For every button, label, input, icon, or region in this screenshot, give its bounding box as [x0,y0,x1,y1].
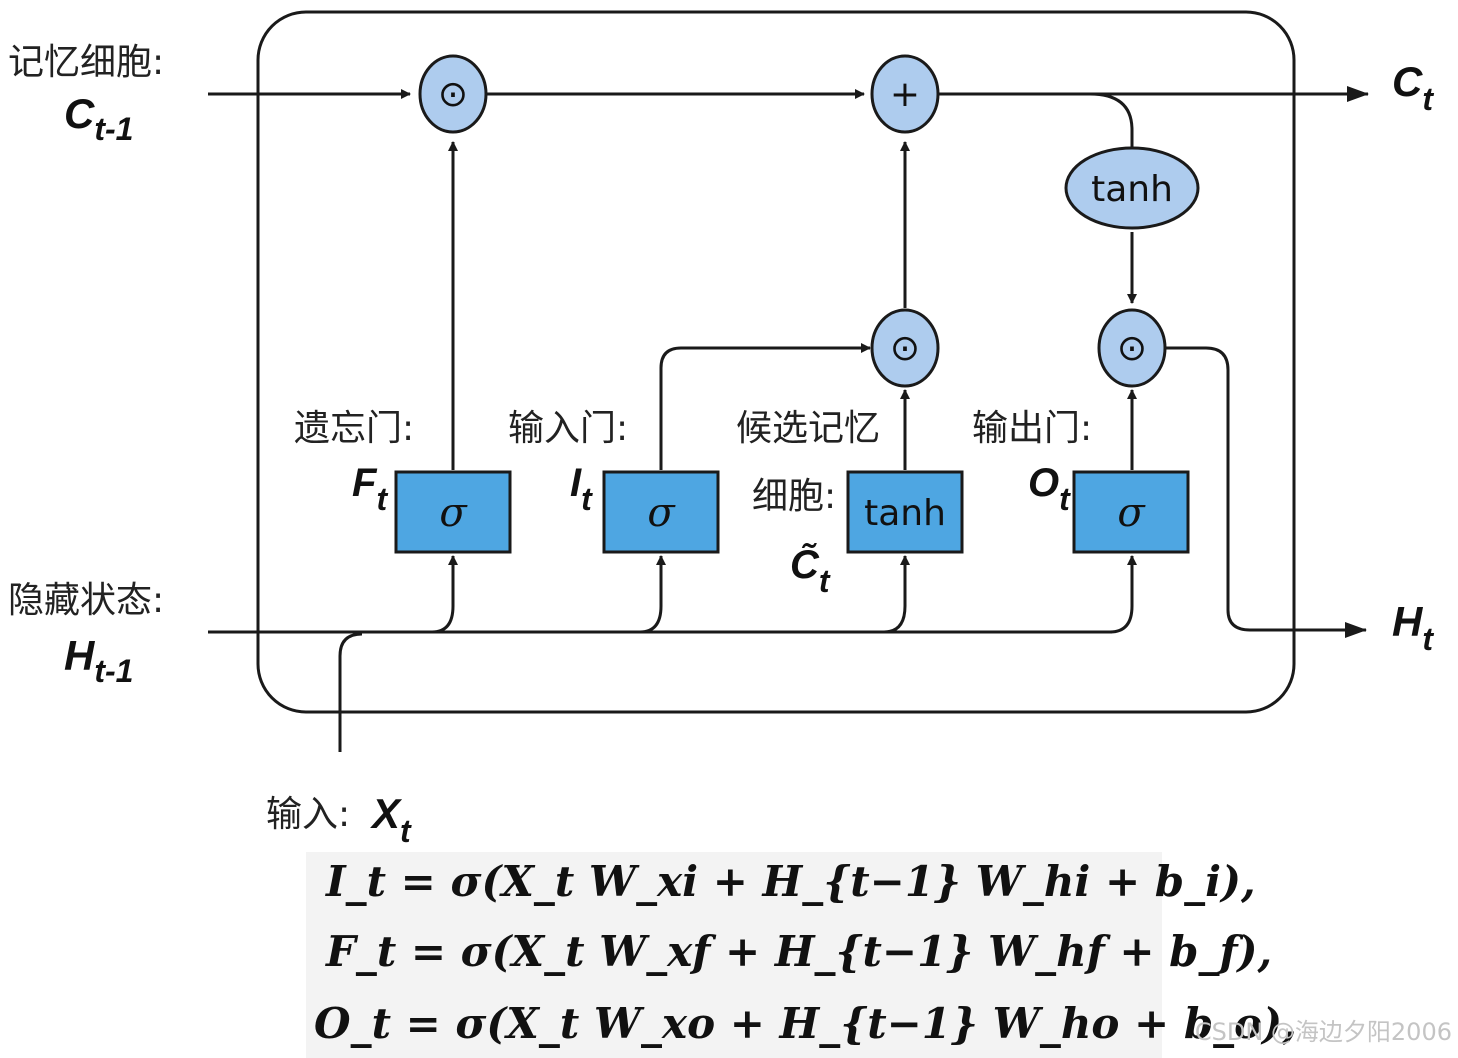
input-label: 输入: [266,794,350,835]
candidate-gate-box: tanh [846,470,964,554]
c-prev-symbol: Ct-1 [64,90,133,147]
tanh-label: tanh [864,493,946,534]
memory-cell-label: 记忆细胞: [8,42,164,83]
h-prev-symbol: Ht-1 [64,632,133,689]
o-symbol: Ot [1028,461,1071,517]
x-input-line [338,632,363,752]
input-gate-box: σ [602,470,720,554]
input-multiply-node: ⊙ [870,308,940,388]
h-to-input-line [639,555,666,634]
formula-output-gate: O_t = σ(X_t W_xo + H_{t−1} W_ho + b_o), [314,999,1297,1048]
x-symbol: Xt [370,790,412,849]
sigma-label: σ [1117,490,1146,536]
watermark: CSDN @海边夕阳2006 [1195,1018,1452,1046]
cell-tanh-node: tanh [1064,146,1200,230]
hidden-state-label: 隐藏状态: [8,580,164,621]
forget-gate-box: σ [394,470,512,554]
multiply-op-label: ⊙ [890,328,920,369]
output-gate-label: 输出门: [972,408,1092,449]
sigma-label: σ [439,490,468,536]
h-to-forget-line [431,555,458,634]
h-out-line [1166,346,1367,638]
tanh-label: tanh [1091,169,1173,210]
f-symbol: Ft [352,461,388,517]
h-to-output-line [1109,555,1137,634]
formula-forget-gate: F_t = σ(X_t W_xf + H_{t−1} W_hf + b_f), [325,927,1272,976]
forget-multiply-node: ⊙ [418,54,488,134]
candidate-label-line1: 候选记忆 [736,408,880,449]
add-op-label: + [890,74,920,115]
sigma-label: σ [647,490,676,536]
c-out-symbol: Ct [1392,58,1434,117]
forget-gate-label: 遗忘门: [294,408,414,449]
candidate-label-line2: 细胞: [752,476,836,517]
output-gate-box: σ [1072,470,1190,554]
multiply-op-label: ⊙ [1117,328,1147,369]
c-tilde-symbol: C̃t [790,541,831,599]
output-multiply-node: ⊙ [1097,308,1167,388]
formula-panel [306,852,1162,1058]
h-out-symbol: Ht [1392,598,1434,657]
input-gate-label: 输入门: [508,408,628,449]
h-to-candidate-line [883,555,910,634]
formula-input-gate: I_t = σ(X_t W_xi + H_{t−1} W_hi + b_i), [325,857,1256,906]
cell-boundary [256,10,1296,714]
i-symbol: It [570,461,593,517]
add-node: + [870,54,940,134]
multiply-op-label: ⊙ [438,74,468,115]
c-to-tanh-line [1089,92,1134,164]
input-gate-out-line [659,343,871,470]
